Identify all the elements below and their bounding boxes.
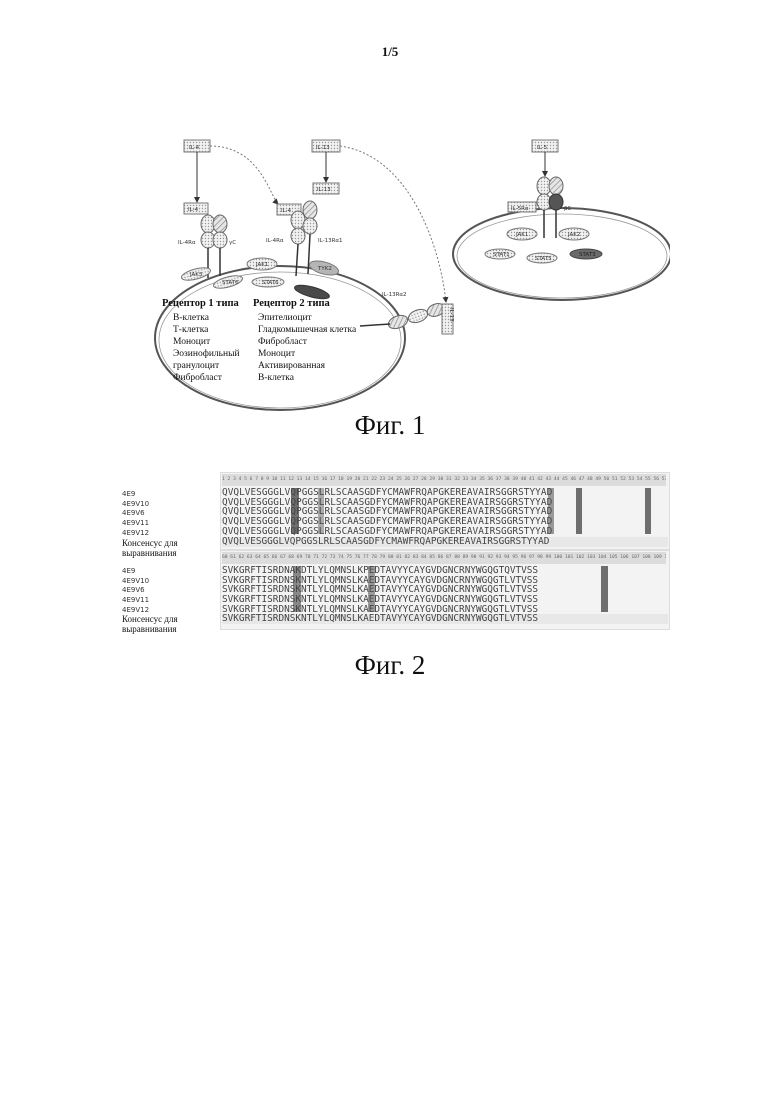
stat5-label: STAT5 (535, 256, 552, 262)
stat1-label: STAT1 (493, 252, 510, 258)
receptor-il13ra1 (303, 201, 317, 219)
receptor-il4ra-right-2 (291, 228, 305, 244)
receptor-betac-2 (549, 194, 563, 210)
transmembrane (296, 244, 298, 276)
consensus-label-line: Консенсус для (122, 614, 178, 624)
sequence-rows-1: QVQLVESGGGLVQPGGSLRLSCAASGDFYCMAWFRQAPGK… (222, 488, 668, 537)
il4ra-right-label: IL-4Rα (266, 238, 284, 244)
type2-heading: Рецептор 2 типа (253, 298, 331, 309)
jak1-label: JAK1 (255, 262, 268, 268)
consensus-row-2: SVKGRFTISRDNSKNTLYLQMNSLKAEDTAVYYCAYGVDG… (222, 614, 668, 624)
position-header-1: 1 2 3 4 5 6 7 8 9 10 11 12 13 14 15 16 1… (222, 474, 666, 486)
arrow-dashed (340, 146, 446, 302)
receptor-il13ra2 (387, 313, 410, 331)
type2-cell: Моноцит (258, 349, 296, 359)
sequence-names-1: 4E9 4E9V10 4E9V6 4E9V11 4E9V12 (122, 490, 149, 539)
ligand-il4-label: IL-4 (189, 145, 200, 151)
consensus-row-1: QVQLVESGGGLVQPGGSLRLSCAASGDFYCMAWFRQAPGK… (222, 537, 668, 547)
betac-label: βC (564, 206, 572, 212)
jak2-label: JAK2 (567, 232, 580, 238)
il13-side-label: IL-13 (448, 308, 454, 322)
type2-cell: Гладкомышечная клетка (258, 325, 357, 335)
type1-heading: Рецептор 1 типа (162, 298, 240, 309)
type1-cell: Эозинофильный (173, 348, 240, 359)
sequence-name: 4E9V6 (122, 586, 149, 596)
il5ra-label: IL-5Rα (511, 206, 529, 212)
consensus-label-line: выравнивания (122, 548, 178, 558)
position-header-2: 60 61 62 63 64 65 66 67 68 69 70 71 72 7… (222, 552, 666, 564)
il13ra1-label: IL-13Rα1 (318, 238, 343, 244)
type1-cell: гранулоцит (173, 361, 220, 371)
type1-cell: В-клетка (173, 313, 210, 323)
il4-bound-label: IL-4 (188, 207, 199, 213)
sequence-rows-2: SVKGRFTISRDNAKDTLYLQMNSLKPEDTAVYYCAYGVDG… (222, 566, 668, 615)
type1-cell: Моноцит (173, 337, 211, 347)
il4-bound-label-2: IL-4 (281, 208, 292, 214)
type2-cell: Фибробласт (258, 336, 308, 347)
transmembrane (360, 324, 390, 326)
receptor-il13ra2-2 (407, 307, 430, 325)
arrow-dashed (210, 146, 278, 204)
tyk2-label: TYK2 (317, 266, 332, 272)
page-number: 1/5 (0, 44, 780, 60)
receptor-betac (549, 177, 563, 195)
receptor-gammac-left (213, 215, 227, 233)
sequence-name: 4E9V6 (122, 509, 149, 519)
sequence-name: 4E9 (122, 567, 149, 577)
consensus-label-line: выравнивания (122, 624, 178, 634)
figure-2-caption: Фиг. 2 (0, 650, 780, 681)
type2-cell: Активированная (258, 361, 326, 371)
receptor-il13ra1-2 (303, 218, 317, 234)
type1-cell: Т-клетка (173, 325, 209, 335)
ligand-il5-label: IL-5 (537, 145, 548, 151)
type1-cell: Фибробласт (173, 372, 223, 383)
sequence-name: 4E9 (122, 490, 149, 500)
receptor-gammac-left-2 (213, 232, 227, 248)
consensus-label-line: Консенсус для (122, 538, 178, 548)
figure-1-caption: Фиг. 1 (0, 410, 780, 441)
sequence-name: 4E9V11 (122, 596, 149, 606)
type2-cell: Эпителиоцит (258, 313, 313, 323)
il4ra-left-label: IL-4Rα (178, 240, 196, 246)
type2-cell: В-клетка (258, 373, 295, 383)
ligand-il13-label: IL-13 (316, 145, 330, 151)
sequence-name: 4E9V10 (122, 577, 149, 587)
sequence-row: QVQLVESGGGLVQPGGSLRLSCAASGDFYCMAWFRQAPGK… (222, 527, 668, 537)
sequence-name: 4E9V11 (122, 519, 149, 529)
jak3-label: JAK3 (189, 272, 203, 278)
consensus-label-1: Консенсус для выравнивания (122, 538, 178, 558)
stat6-label-2: STAT6 (262, 280, 279, 286)
gammac-label: γC (229, 240, 236, 246)
sequence-name: 4E9V10 (122, 500, 149, 510)
jak1-right-label: JAK1 (515, 232, 528, 238)
sequence-names-2: 4E9 4E9V10 4E9V6 4E9V11 4E9V12 (122, 567, 149, 616)
il13ra2-label: IL-13Rα2 (382, 292, 407, 298)
il13-bound-label: IL-13 (317, 187, 331, 193)
consensus-label-2: Консенсус для выравнивания (122, 614, 178, 634)
stat6-label: STAT6 (222, 280, 239, 286)
figure-1-diagram: IL-4 IL-13 IL-5 IL-4 IL-4 IL-13 IL-4Rα γ… (150, 126, 670, 426)
stat3-label: STAT3 (579, 252, 596, 258)
